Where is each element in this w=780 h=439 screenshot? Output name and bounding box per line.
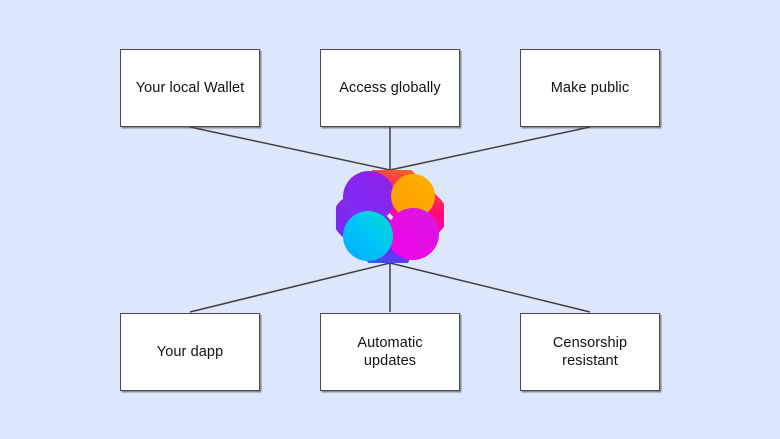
connector-center-to-censor — [389, 262, 591, 313]
node-label: Access globally — [339, 79, 441, 96]
logo-circle-bottom-right — [387, 208, 439, 260]
logo-circle-top-left — [343, 171, 395, 223]
connector-center-to-dapp — [189, 262, 391, 313]
node-label: Automatic updates — [357, 334, 423, 369]
node-label: Your dapp — [156, 343, 224, 360]
node-label: Make public — [550, 79, 630, 96]
logo-circle-top-right — [391, 174, 435, 218]
node-censorship-resistant[interactable]: Censorship resistant — [520, 313, 660, 391]
logo-circle-bottom-left — [343, 211, 393, 261]
connector-wallet-to-center — [189, 126, 391, 171]
node-make-public[interactable]: Make public — [520, 49, 660, 127]
node-automatic-updates[interactable]: Automatic updates — [320, 313, 460, 391]
connector-public-to-center — [389, 126, 591, 171]
node-label: Censorship resistant — [552, 334, 628, 369]
node-access-globally[interactable]: Access globally — [320, 49, 460, 127]
node-label: Your local Wallet — [135, 79, 245, 96]
node-your-dapp[interactable]: Your dapp — [120, 313, 260, 391]
node-your-local-wallet[interactable]: Your local Wallet — [120, 49, 260, 127]
ipfs-logo — [336, 170, 444, 263]
